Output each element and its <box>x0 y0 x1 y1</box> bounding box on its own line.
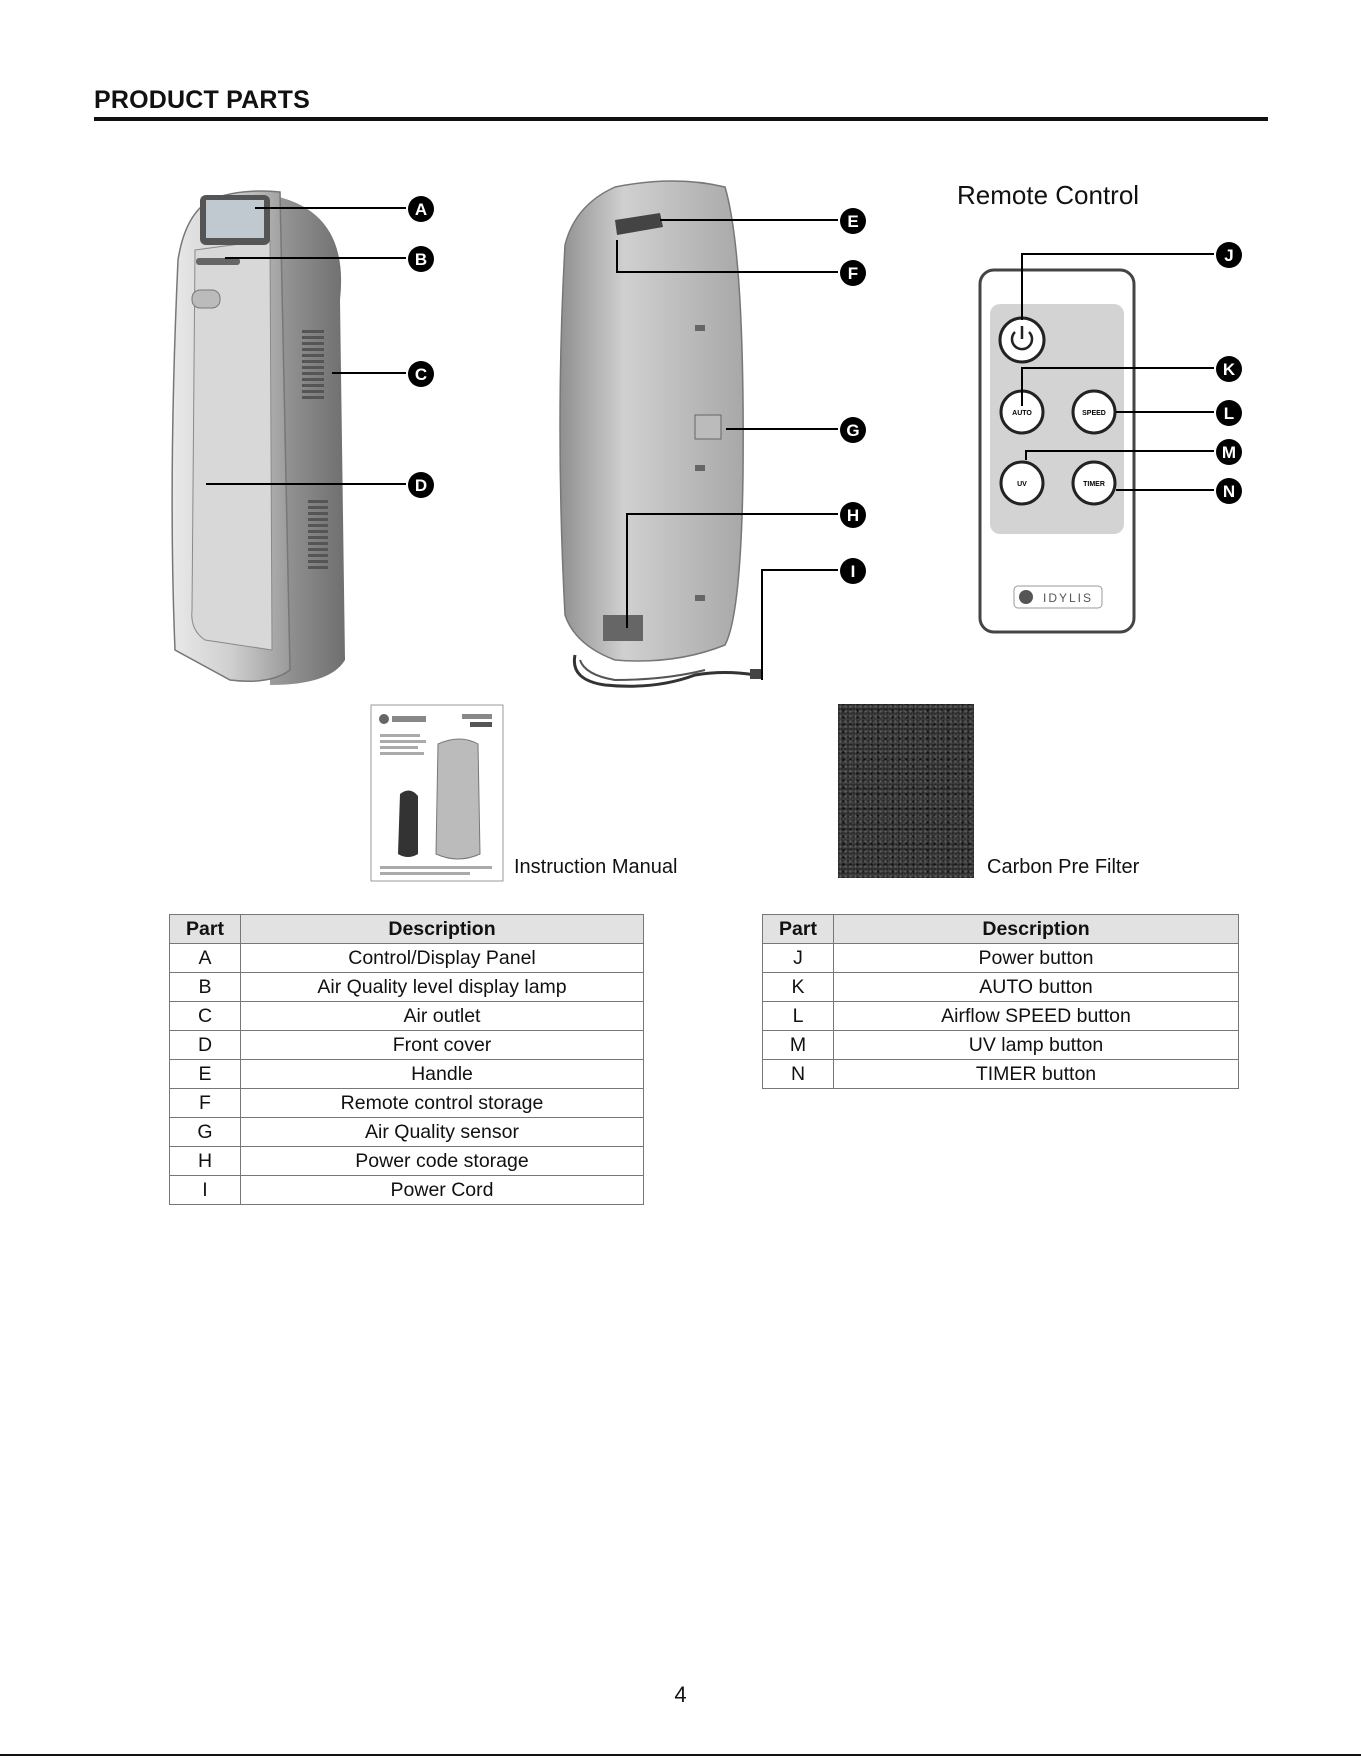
part-cell: I <box>169 1175 241 1205</box>
callout-label-N: N <box>1216 478 1242 504</box>
remote-brand: IDYLIS <box>1043 591 1093 605</box>
callout-label-E: E <box>840 208 866 234</box>
description-cell: Airflow SPEED button <box>833 1001 1239 1031</box>
remote-speed-label: SPEED <box>1082 410 1106 417</box>
svg-text:K: K <box>1223 360 1236 379</box>
remote-auto-label: AUTO <box>1012 410 1032 417</box>
svg-text:G: G <box>846 421 859 440</box>
callout-label-L: L <box>1216 400 1242 426</box>
description-cell: Power button <box>833 943 1239 973</box>
callout-label-M: M <box>1216 439 1242 465</box>
column-header-part: Part <box>762 914 834 944</box>
remote-control-title: Remote Control <box>957 180 1140 210</box>
description-cell: Remote control storage <box>240 1088 644 1118</box>
page-number: 4 <box>674 1682 687 1707</box>
svg-text:C: C <box>415 365 427 384</box>
part-cell: F <box>169 1088 241 1118</box>
part-cell: M <box>762 1030 834 1060</box>
callout-label-J: J <box>1216 242 1242 268</box>
description-cell: TIMER button <box>833 1059 1239 1089</box>
svg-text:M: M <box>1222 443 1236 462</box>
description-cell: Power Cord <box>240 1175 644 1205</box>
callout-label-I: I <box>840 558 866 584</box>
carbon-pre-filter-swatch <box>838 704 974 878</box>
description-cell: Air outlet <box>240 1001 644 1031</box>
instruction-manual-thumbnail <box>370 704 504 882</box>
callout-label-F: F <box>840 260 866 286</box>
description-cell: Front cover <box>240 1030 644 1060</box>
part-cell: A <box>169 943 241 973</box>
callout-lines <box>206 207 1214 680</box>
part-cell: C <box>169 1001 241 1031</box>
purifier-front-illustration <box>171 190 345 685</box>
part-cell: B <box>169 972 241 1002</box>
callout-label-B: B <box>408 246 434 272</box>
bottom-rule <box>0 1754 1361 1756</box>
table-header-row: Part Description <box>169 914 644 944</box>
part-cell: H <box>169 1146 241 1176</box>
svg-text:N: N <box>1223 482 1235 501</box>
part-cell: J <box>762 943 834 973</box>
description-cell: Air Quality sensor <box>240 1117 644 1147</box>
purifier-back-illustration <box>559 180 762 688</box>
svg-text:I: I <box>851 562 856 581</box>
svg-text:D: D <box>415 476 427 495</box>
part-cell: N <box>762 1059 834 1089</box>
svg-text:J: J <box>1224 246 1233 265</box>
svg-text:H: H <box>847 506 859 525</box>
svg-text:A: A <box>415 200 427 219</box>
callout-label-C: C <box>408 361 434 387</box>
column-header-description: Description <box>833 914 1239 944</box>
part-cell: E <box>169 1059 241 1089</box>
description-cell: Handle <box>240 1059 644 1089</box>
heading-rule <box>94 117 1268 121</box>
remote-control-illustration: AUTO SPEED UV TIMER IDYLIS <box>978 268 1136 634</box>
remote-uv-label: UV <box>1017 481 1027 488</box>
callout-label-G: G <box>840 417 866 443</box>
brand-logo-icon <box>1019 590 1033 604</box>
page-heading: PRODUCT PARTS <box>94 86 311 114</box>
remote-timer-label: TIMER <box>1083 481 1105 488</box>
part-cell: K <box>762 972 834 1002</box>
callout-label-D: D <box>408 472 434 498</box>
part-cell: D <box>169 1030 241 1060</box>
column-header-part: Part <box>169 914 241 944</box>
svg-text:E: E <box>847 212 858 231</box>
carbon-pre-filter-caption: Carbon Pre Filter <box>987 856 1140 878</box>
callout-label-H: H <box>840 502 866 528</box>
description-cell: AUTO button <box>833 972 1239 1002</box>
svg-text:B: B <box>415 250 427 269</box>
svg-text:L: L <box>1224 404 1234 423</box>
description-cell: UV lamp button <box>833 1030 1239 1060</box>
table-header-row: Part Description <box>762 914 1239 944</box>
svg-text:F: F <box>848 264 858 283</box>
description-cell: Power code storage <box>240 1146 644 1176</box>
instruction-manual-caption: Instruction Manual <box>514 856 678 878</box>
callout-label-A: A <box>408 196 434 222</box>
description-cell: Air Quality level display lamp <box>240 972 644 1002</box>
part-cell: G <box>169 1117 241 1147</box>
description-cell: Control/Display Panel <box>240 943 644 973</box>
callout-label-K: K <box>1216 356 1242 382</box>
part-cell: L <box>762 1001 834 1031</box>
column-header-description: Description <box>240 914 644 944</box>
